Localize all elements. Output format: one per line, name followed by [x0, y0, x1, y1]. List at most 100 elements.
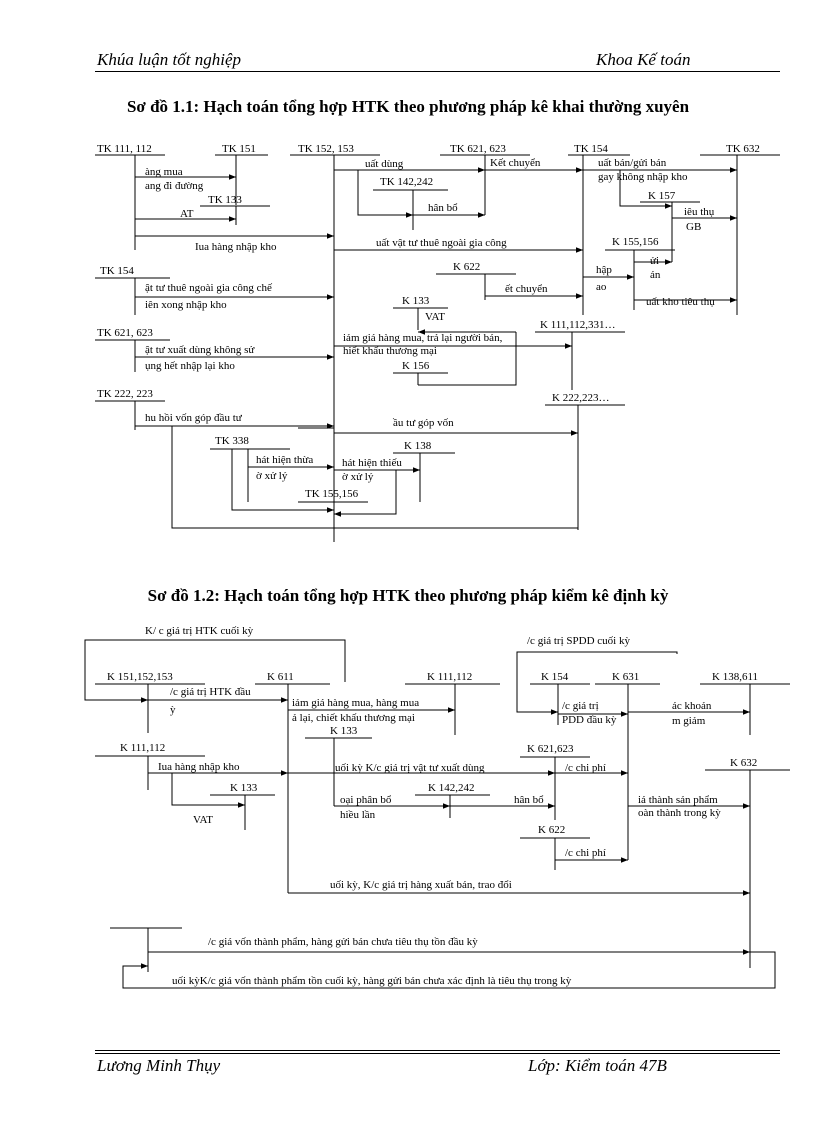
account2-tk631: K 631 [612, 671, 639, 683]
label-cho-xu-ly-1: ờ xử lý [256, 470, 288, 482]
label-ban: án [650, 269, 661, 281]
account-tk133b: K 133 [402, 295, 430, 307]
label-xuat-ban: uất bán/gửi bán [598, 157, 667, 169]
label-xuat-dung: uất dùng [365, 158, 404, 170]
label-gay-khong-nhap: gay không nhập kho [598, 171, 688, 183]
label-kc-htk-cuoi-ky: K/ c giá trị HTK cuối kỳ [145, 625, 254, 637]
label-xong-nhap-kho: iên xong nhập kho [145, 299, 227, 311]
label-vat-tu-thue-ngoai: ật tư thuê ngoài gia công chế [145, 282, 273, 294]
label-kc-gia-von-cuoi-ky: uối kỳK/c giá vốn thành phẩm tồn cuối kỳ… [172, 975, 572, 987]
label-cac-khoan: ác khoản [672, 700, 712, 712]
header-left: Khúa luận tốt nghiệp [97, 50, 242, 69]
footer-right: Lớp: Kiểm toán 47B [528, 1056, 667, 1075]
header-right: Khoa Kế toán [596, 50, 691, 69]
diagram1: TK 111, 112 TK 151 TK 152, 153 TK 621, 6… [95, 143, 780, 542]
account2-tk154: K 154 [541, 671, 569, 683]
account2-tk632: K 632 [730, 757, 757, 769]
label-vat-2: VAT [425, 311, 445, 323]
label-kc-hang-xuat-ban: uối kỳ, K/c giá trị hàng xuất bán, trao … [330, 879, 512, 891]
label-kc-chi-phi-1: /c chi phí [565, 762, 606, 774]
label-kc-chi-phi-2: /c chi phí [565, 847, 606, 859]
label-nhieu-lan: hiều lần [340, 809, 376, 821]
account-tk632: TK 632 [726, 143, 760, 155]
account-tk155: K 155,156 [612, 236, 659, 248]
account2-tk111: K 111,112 [427, 671, 472, 683]
account2-tk133b: K 133 [330, 725, 358, 737]
account-tk156: K 156 [402, 360, 430, 372]
label-giam: m giảm [672, 715, 706, 727]
label-ket-chuyen: Kết chuyển [490, 157, 541, 169]
label-hoan-thanh: oàn thành trong kỳ [638, 807, 721, 819]
account-tk222b: K 222,223… [552, 392, 609, 404]
account2-tk133a: K 133 [230, 782, 258, 794]
label-kho: ao [596, 281, 607, 293]
account-tk222: TK 222, 223 [97, 388, 153, 400]
label-kc-vat-tu-xuat-dung: uối kỳ K/c giá trị vật tư xuất dùng [335, 762, 485, 774]
account-tk157: K 157 [648, 190, 676, 202]
label-mua-hang-nhap-kho: Iua hàng nhập kho [158, 761, 240, 773]
account-tk142: TK 142,242 [380, 176, 433, 188]
account-tk152: TK 152, 153 [298, 143, 354, 155]
account-tk338: TK 338 [215, 435, 249, 447]
label-dang-di-duong: ang đi đường [145, 180, 204, 192]
label-tieu-thu: iêu thụ [684, 206, 715, 218]
footer-rule-2 [95, 1053, 780, 1054]
header-rule [95, 71, 780, 72]
footer-rule-1 [95, 1050, 780, 1051]
label-kc-spdd-cuoi-ky: /c giá trị SPDD cuối kỳ [527, 635, 630, 647]
label-nhap: hập [596, 264, 612, 276]
label-phan-bo: hân bổ [514, 794, 544, 806]
account-tk621: TK 621, 623 [450, 143, 506, 155]
label-ket-chuyen-2: ết chuyển [505, 283, 548, 295]
label-vat: VAT [193, 814, 213, 826]
label-dau-tu-gop-von: ầu tư góp vốn [392, 417, 454, 429]
account-tk621b: TK 621, 623 [97, 327, 153, 339]
label-kc-gia-tri: /c giá trị [562, 700, 599, 712]
account2-tk622: K 622 [538, 824, 565, 836]
label-mua-hang: Iua hàng nhập kho [195, 241, 277, 253]
account-tk111: TK 111, 112 [97, 143, 152, 155]
label-phan-bo: hân bổ [428, 202, 458, 214]
account-tk151: TK 151 [222, 143, 256, 155]
label-gia-thanh-sp: iá thành sản phẩm [638, 794, 718, 806]
label-xuat-vat-tu: uất vật tư thuê ngoài gia công [376, 237, 507, 249]
label-gui: ửi [650, 255, 659, 267]
account2-tk111b: K 111,112 [120, 742, 165, 754]
label-dung-het: ụng hết nhập lại kho [145, 360, 235, 372]
label-ky: ỳ [170, 704, 176, 716]
account-tk154: TK 154 [574, 143, 608, 155]
account2-tk151: K 151,152,153 [107, 671, 173, 683]
label-kc-htk-dau: /c giá trị HTK đầu [170, 686, 251, 698]
label-spdd-dau-ky: PDD đầu kỳ [562, 714, 617, 726]
label-vat-1: AT [180, 208, 194, 220]
label-vat-tu-xuat-dung: ật tư xuất dùng không sử [145, 344, 255, 356]
label-cho-xu-ly-2: ờ xử lý [342, 471, 374, 483]
account-tk133a: TK 133 [208, 194, 242, 206]
label-gb: GB [686, 221, 701, 233]
account-tk111b: K 111,112,331… [540, 319, 615, 331]
label-kc-gia-von-dau-ky: /c giá vốn thành phẩm, hàng gửi bán chưa… [208, 936, 478, 948]
account2-tk142: K 142,242 [428, 782, 474, 794]
label-xuat-kho-tieu-thu: uất kho tiêu thụ [646, 296, 715, 308]
label-phat-hien-thieu: hát hiện thiếu [342, 457, 402, 469]
account-tk155b: TK 155,156 [305, 488, 359, 500]
label-phat-hien-thua: hát hiện thừa [256, 454, 313, 466]
footer-left: Lương Minh Thụy [97, 1056, 221, 1075]
account2-tk138: K 138,611 [712, 671, 758, 683]
diagram2-title: Sơ đồ 1.2: Hạch toán tổng hợp HTK theo p… [147, 586, 669, 605]
label-loai-phan-bo: oại phân bổ [340, 794, 392, 806]
account-tk154b: TK 154 [100, 265, 134, 277]
diagram2: K/ c giá trị HTK cuối kỳ /c giá trị SPDD… [84, 625, 790, 989]
diagram1-title: Sơ đồ 1.1: Hạch toán tổng hợp HTK theo p… [126, 97, 690, 116]
label-giam-gia-hang-mua: iảm giá hàng mua, hàng mua [292, 697, 419, 709]
account2-tk611: K 611 [267, 671, 294, 683]
label-giam-gia: iảm giá hàng mua, trả lại người bán, [343, 332, 503, 344]
label-hang-mua: àng mua [145, 166, 183, 178]
label-tra-lai: ả lại, chiết khấu thương mại [292, 712, 415, 724]
label-chiet-khau: hiết khấu thương mại [343, 345, 437, 357]
account-tk138: K 138 [404, 440, 432, 452]
account2-tk621: K 621,623 [527, 743, 574, 755]
account-tk622: K 622 [453, 261, 480, 273]
label-thu-hoi-von: hu hồi vốn góp đầu tư [145, 412, 243, 424]
